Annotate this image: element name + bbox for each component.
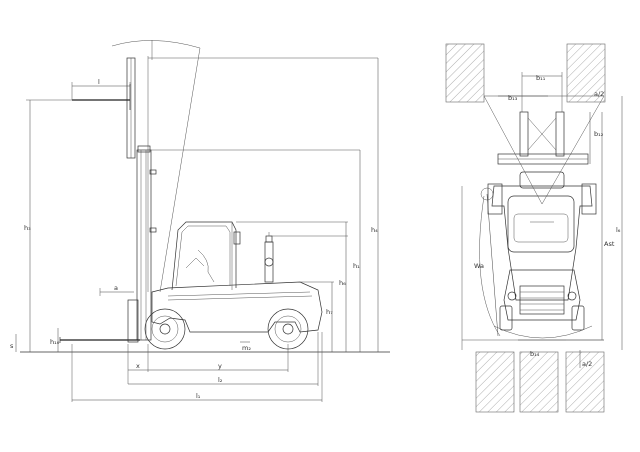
label-h7: h₇ (326, 308, 333, 316)
label-h10: h₁₀ (50, 338, 60, 346)
label-h3: h₃ (24, 224, 31, 232)
body-top-view (491, 185, 593, 301)
label-s: s (10, 342, 14, 350)
front-wheel (144, 308, 186, 350)
mast (136, 149, 152, 341)
cab-light (233, 231, 241, 245)
label-y: y (218, 362, 222, 370)
seat (197, 249, 215, 283)
rear-wheel-right-top (571, 305, 585, 331)
dim-wa (486, 193, 499, 337)
label-a2-top: a/2 (594, 90, 604, 98)
radiator-grille (519, 285, 565, 315)
cab (171, 221, 237, 291)
label-ast: Ast (604, 240, 615, 248)
cab-window (175, 225, 231, 287)
pallet-top-right (566, 43, 606, 103)
fork-right-top (555, 111, 565, 157)
front-wheel-left-top (487, 183, 503, 215)
turn-center (480, 187, 494, 201)
pallet-top-left (445, 43, 485, 103)
pallet-bottom-2 (519, 351, 559, 413)
label-l2: l₂ (218, 376, 223, 384)
label-m2: m₂ (242, 344, 251, 352)
label-x: x (136, 362, 140, 370)
mast-top-crossbar (137, 145, 151, 153)
label-a2-bottom: a/2 (582, 360, 592, 368)
label-l6: l₆ (616, 226, 621, 234)
front-wheel-right-top (581, 183, 597, 215)
label-b14: b₁₄ (530, 350, 540, 358)
fork-left-top (519, 111, 529, 157)
side-view: l h₃ h₄ h₁ h₆ h₇ s h₁₀ a x y m₂ l₂ l₁ (10, 40, 390, 402)
tilt-arc (111, 40, 201, 49)
counterweight-top (503, 269, 581, 321)
chassis (151, 281, 323, 333)
label-b11: b₁₁ (536, 74, 546, 82)
label-a: a (114, 284, 118, 292)
exhaust (264, 241, 274, 283)
label-l: l (98, 78, 100, 86)
fork-carriage (127, 299, 139, 343)
label-wa: Wa (474, 262, 484, 270)
turning-arc-bottom (493, 325, 593, 339)
mast-top-view (519, 171, 565, 189)
label-b12: b₁₂ (594, 130, 604, 138)
label-l1: l₁ (196, 392, 201, 400)
rear-wheel (267, 308, 309, 350)
label-h1: h₁ (353, 262, 360, 270)
steering-wheel (185, 257, 205, 269)
cab-roof-top (507, 195, 575, 253)
pallet-bottom-1 (475, 351, 515, 413)
pallet-bottom-3 (565, 351, 605, 413)
label-h4: h₄ (371, 226, 378, 234)
turning-arc-left (479, 195, 501, 337)
tilt-line-front (159, 47, 201, 293)
label-b13: b₁₃ (508, 94, 518, 102)
label-h6: h₆ (339, 279, 346, 287)
rear-wheel-left-top (499, 305, 513, 331)
top-view: b₁₁ b₁₃ a/2 b₁₂ Ast l₆ Wa b₁₄ a/2 (445, 43, 623, 413)
